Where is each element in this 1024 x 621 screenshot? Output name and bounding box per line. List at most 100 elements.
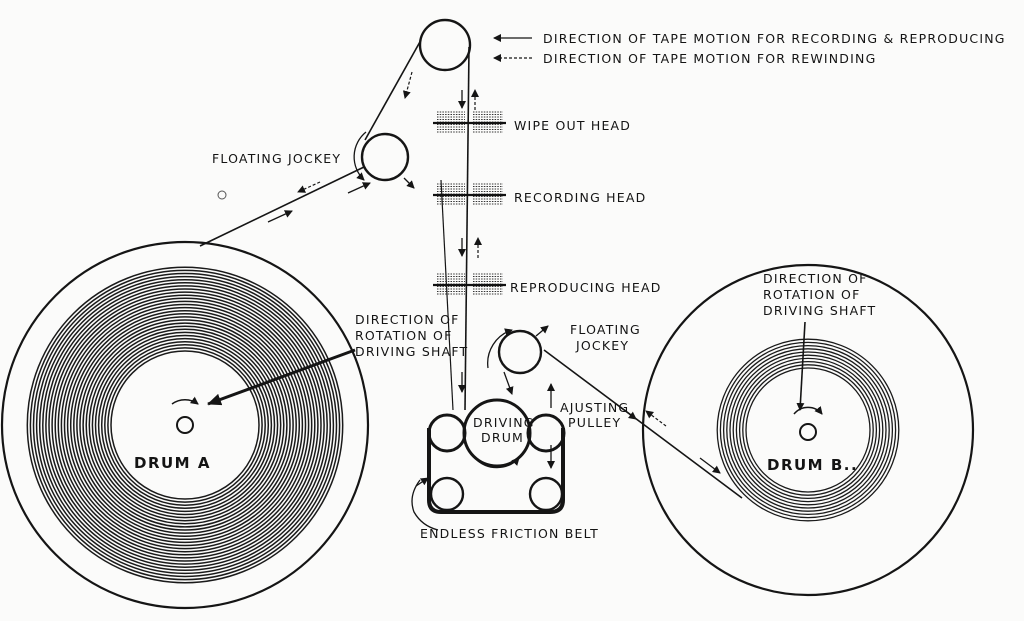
label-wipe-out-head: WIPE OUT HEAD <box>514 118 631 133</box>
tape-winding <box>110 350 260 500</box>
tape-winding <box>79 319 291 531</box>
tape-winding <box>45 285 325 565</box>
tape-winding <box>82 322 288 528</box>
tape-winding <box>69 309 301 541</box>
drum-a-rotation-arrow <box>171 396 199 405</box>
tape-winding <box>94 334 276 516</box>
tape-winding <box>738 360 878 500</box>
drum-b <box>641 263 975 597</box>
tape-winding <box>91 331 279 519</box>
label-direction-a-3: DRIVING SHAFT <box>355 344 468 359</box>
belt-leader-arrow <box>415 477 429 487</box>
tape-winding <box>726 348 890 512</box>
arrow-tape-b-rewind <box>645 410 667 427</box>
tape-down-right <box>464 46 470 411</box>
tape-winding <box>745 367 871 493</box>
legend-solid-text: DIRECTION OF TAPE MOTION FOR RECORDING &… <box>543 31 1006 46</box>
tape-winding <box>42 282 328 568</box>
tape-winding <box>73 313 297 537</box>
tape-winding <box>54 294 316 556</box>
label-direction-b-1: DIRECTION OF <box>763 271 868 286</box>
top-floating-jockey <box>360 132 410 182</box>
label-direction-b-2: ROTATION OF <box>763 287 860 302</box>
friction-belt <box>427 428 565 514</box>
tape-winding <box>29 269 341 581</box>
tape-winding <box>104 344 266 506</box>
tape-winding <box>48 288 322 562</box>
top-guide-pulley <box>418 18 472 72</box>
label-direction-a-2: ROTATION OF <box>355 328 452 343</box>
arrow-tape-a-1 <box>267 210 293 223</box>
tape-winding <box>722 344 894 516</box>
tape-winding <box>735 357 881 503</box>
tape-winding <box>51 291 319 559</box>
tape-winding <box>60 300 310 550</box>
bottom-jockey-pointer <box>535 325 549 337</box>
label-drum-b: DRUM B.. <box>767 456 858 474</box>
tape-winding <box>32 272 338 578</box>
label-reproducing-head: REPRODUCING HEAD <box>510 280 662 295</box>
drum-a <box>0 240 370 610</box>
label-driving-drum-1: DRIVING <box>473 415 535 430</box>
label-floating-jockey-bottom-2: JOCKEY <box>575 338 629 353</box>
drum-a-outer-flange <box>0 240 370 610</box>
tape-winding <box>88 328 282 522</box>
tape-winding <box>719 341 897 519</box>
label-drum-a: DRUM A <box>134 454 211 472</box>
top-jockey-arrow <box>403 177 415 189</box>
bottom-jockey-down-arrow <box>503 371 514 395</box>
tape-winding <box>100 340 270 510</box>
tape-winding <box>732 354 884 506</box>
drum-b-direction-pointer <box>796 321 806 411</box>
wipe-out-head-right-block <box>473 111 503 133</box>
tape-winding <box>57 297 313 553</box>
drum-b-rotation-arrow <box>793 406 823 415</box>
arrow-rewind-jockey-up <box>402 71 413 99</box>
label-floating-jockey-top: FLOATING JOCKEY <box>212 151 341 166</box>
bottom-left-roller <box>429 476 465 512</box>
bottom-floating-jockey <box>497 329 543 375</box>
driving-drum-rotation-arrow <box>474 457 520 469</box>
tape-inner-guide <box>440 179 454 411</box>
driving-assembly <box>411 383 566 531</box>
tape-jockey-to-pulley <box>364 39 422 141</box>
tape-jockey-to-drum-b <box>543 349 743 499</box>
label-endless-belt: ENDLESS FRICTION BELT <box>420 526 599 541</box>
legend-dashed-text: DIRECTION OF TAPE MOTION FOR REWINDING <box>543 51 876 66</box>
tape-winding <box>76 316 294 534</box>
belt-leader-line <box>411 479 439 531</box>
drum-b-tape-windings <box>716 338 900 522</box>
tape-arrows <box>267 71 721 474</box>
label-floating-jockey-bottom-1: FLOATING <box>570 322 641 337</box>
tape-winding <box>742 364 874 496</box>
arrow-tape-a-rewind <box>297 181 321 193</box>
tape-winding <box>716 338 900 522</box>
left-roller <box>427 413 467 453</box>
label-direction-b-3: DRIVING SHAFT <box>763 303 876 318</box>
heads <box>433 111 506 295</box>
tape-drum-a-to-jockey <box>199 166 365 247</box>
tape-winding <box>35 275 335 575</box>
tape-winding <box>63 303 307 547</box>
label-adjusting-pulley-2: PULLEY <box>568 415 621 430</box>
drum-b-outer-flange <box>641 263 975 597</box>
tape-winding <box>38 278 332 572</box>
ink-smudge <box>217 190 227 200</box>
top-jockey-swing-arrow <box>353 131 367 181</box>
arrow-tape-b-2 <box>699 457 721 474</box>
label-adjusting-pulley-1: AJUSTING <box>560 400 629 415</box>
arrow-tape-a-2 <box>347 182 371 194</box>
tape-path <box>199 39 743 499</box>
driving-drum <box>462 398 532 468</box>
tape-winding <box>66 306 304 544</box>
label-recording-head: RECORDING HEAD <box>514 190 646 205</box>
drum-b-spindle <box>799 423 817 441</box>
drum-a-spindle <box>176 416 194 434</box>
drum-a-tape-windings <box>26 266 344 584</box>
tape-winding <box>729 351 887 509</box>
label-direction-a-1: DIRECTION OF <box>355 312 460 327</box>
tape-winding <box>26 266 344 584</box>
tape-winding <box>97 337 273 513</box>
